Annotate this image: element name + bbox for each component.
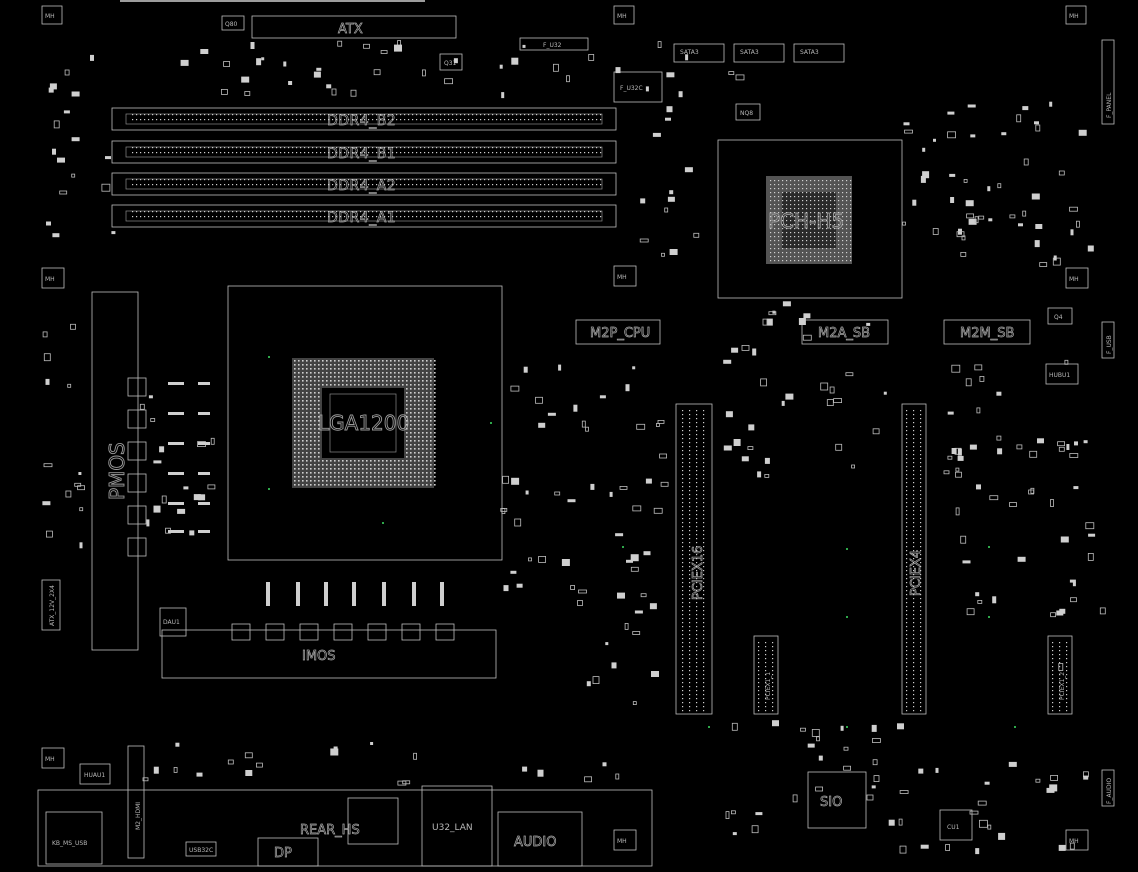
svg-text:PMOS: PMOS (105, 442, 129, 500)
svg-text:M2M_SB: M2M_SB (960, 326, 1014, 341)
huau1-chip: HUAU1 (79, 763, 111, 785)
svg-text:F_U32C: F_U32C (620, 85, 643, 92)
svg-text:MH: MH (617, 838, 627, 845)
usb32c-port: USB32C (185, 841, 217, 857)
svg-text:U32_LAN: U32_LAN (432, 823, 473, 833)
imos-vrm-region: IMOS DAU1 (159, 607, 497, 679)
hubu1-chip: HUBU1 (1045, 363, 1079, 385)
svg-text:LGA1200: LGA1200 (318, 411, 409, 435)
pmos-vrm-region: PMOS (91, 291, 139, 651)
m2p-cpu-connector: M2P_CPU (575, 319, 661, 345)
usb32-lan-port: U32_LAN (421, 785, 493, 867)
svg-text:USB32C: USB32C (189, 847, 213, 854)
f-u32c-header: F_U32C (613, 71, 663, 103)
displayport: DP (257, 837, 319, 867)
svg-text:DDR4_A2: DDR4_A2 (327, 178, 396, 194)
pch-chipset: PCH-H5 NQ8 (717, 103, 903, 299)
svg-text:AUDIO: AUDIO (514, 835, 557, 850)
svg-text:MH: MH (45, 276, 55, 283)
svg-text:M2A_SB: M2A_SB (818, 326, 870, 341)
f-usb-header: F_USB (1101, 321, 1115, 359)
mounting-hole-right-mid: MH (1065, 267, 1089, 289)
dimm-slot-a2: DDR4_A2 (111, 172, 617, 196)
svg-text:MH: MH (1069, 276, 1079, 283)
svg-text:F_PANEL: F_PANEL (1106, 92, 1113, 118)
mounting-hole-bottom-mid: MH (613, 829, 637, 851)
f-u32-header: F_U32 (519, 37, 589, 51)
cu1-chip: CU1 (939, 809, 973, 841)
svg-text:MH: MH (1069, 13, 1079, 20)
svg-text:ATX: ATX (338, 22, 363, 37)
svg-text:Q31: Q31 (444, 60, 457, 67)
sata-ports: SATA3 SATA3 SATA3 (673, 43, 845, 63)
cpu-socket: LGA1200 (227, 285, 503, 561)
mounting-hole-top-left: MH (41, 5, 63, 25)
svg-text:KB_MS_USB: KB_MS_USB (52, 840, 87, 847)
svg-text:MH: MH (45, 13, 55, 20)
pcie-x1-slot-2: PCIEX1_2 (1047, 635, 1073, 715)
q4-component: Q4 (1047, 307, 1073, 325)
svg-text:F_U32: F_U32 (543, 42, 562, 49)
rear-heatsink: REAR_HS (300, 797, 399, 845)
svg-text:M2P_CPU: M2P_CPU (590, 326, 650, 341)
svg-text:PCIEX1_2: PCIEX1_2 (1059, 672, 1066, 700)
svg-text:SATA3: SATA3 (740, 49, 759, 56)
svg-text:HUBU1: HUBU1 (1049, 372, 1070, 379)
pcie-x1-slot-1: PCIEX1_1 (753, 635, 779, 715)
svg-text:DP: DP (274, 846, 292, 861)
mounting-hole-top-right: MH (1065, 5, 1087, 25)
m2a-sb-connector: M2A_SB (801, 319, 889, 345)
svg-text:DDR4_B1: DDR4_B1 (327, 146, 396, 162)
svg-text:SATA3: SATA3 (680, 49, 699, 56)
atx-power-connector: ATX Q80 (221, 15, 457, 39)
mounting-hole-left-mid: MH (41, 267, 65, 289)
q31-component: Q31 (439, 53, 463, 71)
dimm-slot-b1: DDR4_B1 (111, 140, 617, 164)
svg-text:F_USB: F_USB (1106, 335, 1113, 354)
svg-text:SIO: SIO (820, 795, 842, 810)
mounting-hole-bottom-right: MH (1065, 829, 1089, 851)
mounting-hole-center: MH (613, 265, 637, 287)
kb-ms-usb-port: KB_MS_USB (45, 811, 103, 865)
svg-text:ATX_12V_2X4: ATX_12V_2X4 (49, 585, 56, 626)
svg-text:NQ8: NQ8 (740, 110, 753, 117)
svg-text:DDR4_A1: DDR4_A1 (327, 210, 396, 226)
rear-io-panel (37, 789, 653, 867)
svg-text:PCIEX16: PCIEX16 (691, 546, 706, 600)
svg-text:Q4: Q4 (1054, 314, 1063, 321)
pcie-x16-slot: PCIEX16 (675, 403, 713, 715)
svg-text:PCIEX1_1: PCIEX1_1 (765, 672, 772, 700)
svg-text:MH: MH (45, 756, 55, 763)
front-panel-header: F_PANEL (1101, 39, 1115, 125)
svg-text:DAU1: DAU1 (163, 619, 180, 626)
svg-text:MH: MH (617, 13, 627, 20)
svg-text:MH: MH (1069, 838, 1079, 845)
svg-text:DDR4_B2: DDR4_B2 (327, 113, 396, 129)
mounting-hole-top-mid: MH (613, 5, 635, 25)
svg-text:REAR_HS: REAR_HS (300, 823, 360, 838)
svg-text:Q80: Q80 (225, 21, 238, 28)
super-io-chip: SIO (807, 771, 867, 829)
svg-text:IMOS: IMOS (302, 649, 336, 664)
f-audio-header: F_AUDIO (1101, 769, 1115, 807)
mounting-hole-left-bottom: MH (41, 747, 65, 769)
svg-text:MH: MH (617, 274, 627, 281)
audio-jack-block: AUDIO (497, 811, 583, 867)
svg-text:CU1: CU1 (947, 824, 960, 831)
svg-text:HUAU1: HUAU1 (84, 772, 105, 779)
svg-text:PCIEX4: PCIEX4 (909, 550, 924, 596)
atx-12v-connector: ATX_12V_2X4 (41, 579, 61, 631)
m2-hdmi-port: M2_HDMI (127, 745, 145, 859)
pcie-x4-slot: PCIEX4 (901, 403, 927, 715)
decorative-components (42, 40, 1106, 855)
m2m-sb-connector: M2M_SB (943, 319, 1031, 345)
svg-text:SATA3: SATA3 (800, 49, 819, 56)
svg-text:F_AUDIO: F_AUDIO (1106, 778, 1113, 804)
svg-text:M2_HDMI: M2_HDMI (135, 802, 142, 830)
